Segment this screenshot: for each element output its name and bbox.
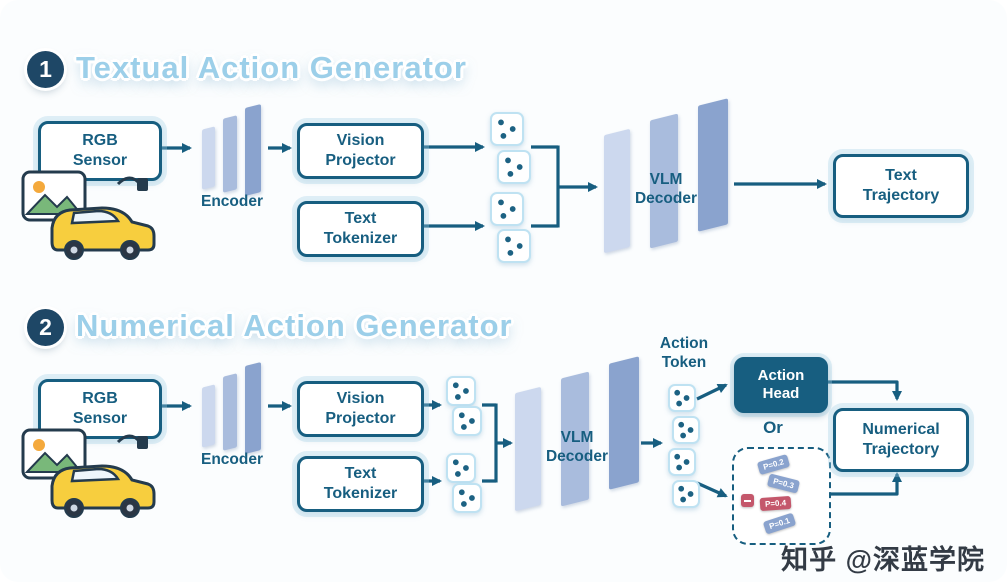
text-trajectory-box: Text Trajectory [833,154,969,218]
rgb-camera-car-icon [21,428,156,518]
slab [223,373,237,451]
slab [202,384,215,448]
slab [223,115,237,193]
action-token-icon [668,448,696,476]
section2-title: Numerical Action Generator [76,308,513,343]
arrow-tokens-to-action-head [696,383,728,401]
token-icon [497,229,531,263]
numerical-trajectory-box: Numerical Trajectory [833,408,969,472]
section2-badge: 2 [27,309,64,346]
action-head-box: Action Head [734,357,828,413]
token-merge-bracket-2 [482,403,498,483]
action-token-label: Action Token [659,335,709,372]
slab [698,98,728,232]
text-tokenizer-box-1: Text Tokenizer [297,201,424,257]
vocab-tile: P=0.3 [766,473,801,494]
action-token-icon [668,384,696,412]
watermark: 知乎 @深蓝学院 [781,545,985,575]
section1-title: Textual Action Generator [76,50,467,85]
action-token-icon [672,416,700,444]
vocab-tile: P=0.4 [759,495,792,512]
token-icon [452,406,482,436]
text-tokenizer-box-2: Text Tokenizer [297,456,424,512]
vocab-chip-icon [741,494,754,507]
arrow-vocabulary-to-output [831,472,902,496]
encoder-label-1: Encoder [200,193,263,210]
camera-car-illustration-1 [20,164,172,267]
encoder-stack-icon-2 [202,362,264,456]
arrow-tokens-to-vocabulary [696,481,728,498]
vocab-tile: P=0.2 [756,453,791,476]
or-label: Or [763,418,783,437]
vision-projector-box-2: Vision Projector [297,381,424,437]
slab [609,356,639,490]
encoder-label-2: Encoder [200,451,263,468]
slab [245,104,261,196]
encoder-stack-icon-1 [202,104,264,198]
action-token-icon [672,480,700,508]
vlm-decoder-label-2: VLM Decoder [545,429,609,466]
slab [245,362,261,454]
token-icon [446,376,476,406]
slab [202,126,215,190]
rgb-camera-car-icon [21,170,156,260]
vocab-tile: P=0.1 [762,512,797,535]
vision-projector-box-1: Vision Projector [297,123,424,179]
arrow-action-head-to-output [825,380,902,401]
token-icon [446,453,476,483]
section1-badge: 1 [27,51,64,88]
token-merge-bracket-1 [531,145,560,228]
vlm-decoder-label-1: VLM Decoder [634,171,698,208]
token-icon [490,112,524,146]
token-icon [497,150,531,184]
token-icon [452,483,482,513]
action-vocabulary-box: P=0.2 P=0.3 P=0.4 P=0.1 [732,447,831,545]
camera-car-illustration-2 [20,422,172,525]
token-icon [490,192,524,226]
